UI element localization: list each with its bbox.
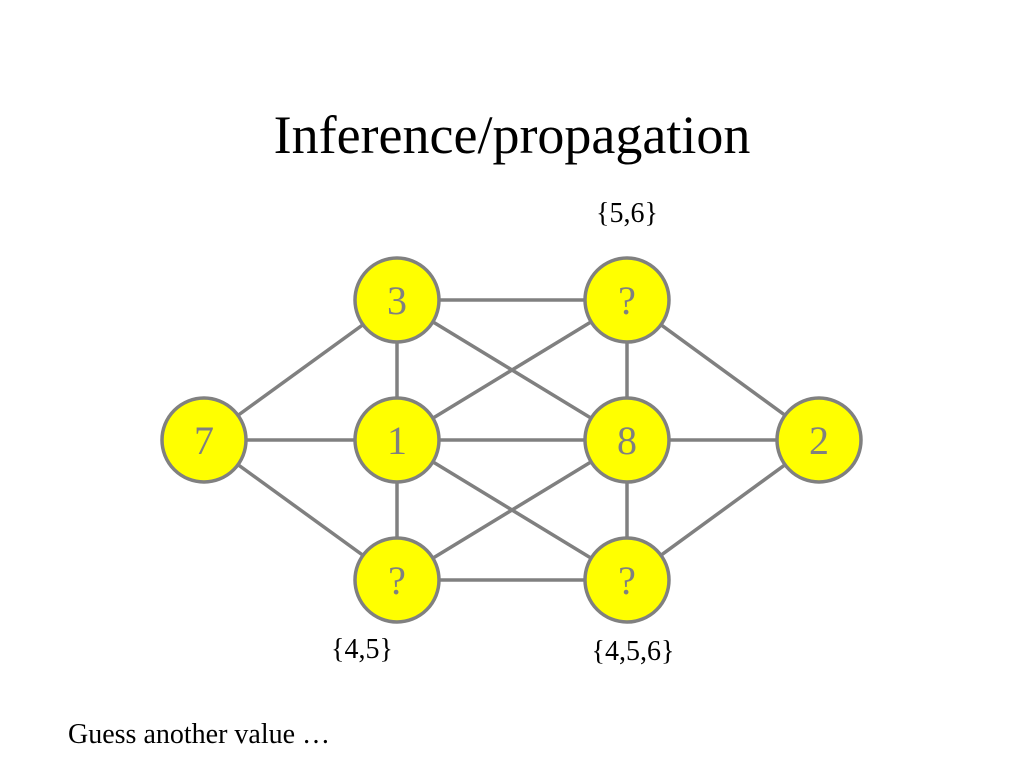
node-label: 7 bbox=[194, 418, 214, 463]
node-n7: 7 bbox=[160, 396, 248, 484]
domain-label-nQB: {4,5,6} bbox=[592, 636, 675, 667]
node-label: 1 bbox=[387, 418, 407, 463]
node-circle bbox=[583, 536, 671, 624]
node-n1: 1 bbox=[353, 396, 441, 484]
node-label: ? bbox=[618, 278, 636, 323]
node-circle bbox=[353, 536, 441, 624]
domain-label-nQT: {5,6} bbox=[596, 198, 658, 229]
node-label: ? bbox=[388, 558, 406, 603]
node-n3: 3 bbox=[353, 256, 441, 344]
domain-labels: {5,6} {4,5} {4,5,6} bbox=[331, 198, 674, 667]
node-n2: 2 bbox=[775, 396, 863, 484]
domain-label-nQL: {4,5} bbox=[331, 634, 393, 665]
node-circle bbox=[583, 396, 671, 484]
node-nQT: ? bbox=[583, 256, 671, 344]
node-nQL: ? bbox=[353, 536, 441, 624]
edge-nQL-n8 bbox=[396, 438, 628, 582]
node-circle bbox=[583, 256, 671, 344]
edges bbox=[202, 298, 821, 582]
node-label: ? bbox=[618, 558, 636, 603]
edge-n1-nQT bbox=[396, 298, 628, 442]
node-label: 3 bbox=[387, 278, 407, 323]
node-nQB: ? bbox=[583, 536, 671, 624]
node-n8: 8 bbox=[583, 396, 671, 484]
node-circle bbox=[353, 256, 441, 344]
node-circle bbox=[353, 396, 441, 484]
page-title: Inference/propagation bbox=[273, 105, 751, 165]
nodes: 7 3 1?? 8? 2 bbox=[160, 256, 863, 624]
node-circle bbox=[775, 396, 863, 484]
node-label: 8 bbox=[617, 418, 637, 463]
node-label: 2 bbox=[809, 418, 829, 463]
node-circle bbox=[160, 396, 248, 484]
footer-note: Guess another value … bbox=[68, 719, 331, 750]
